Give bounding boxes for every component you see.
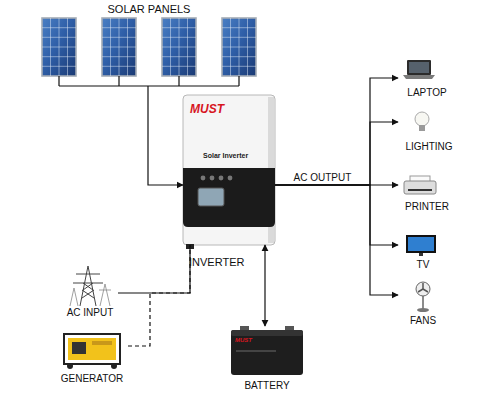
power-connector [275,185,398,295]
printer-icon [404,176,436,194]
inverter-unit [183,95,275,249]
fan-icon-part [422,296,424,309]
inverter-unit-part [219,176,224,181]
inverter-unit-part [228,176,233,181]
panel-group: SOLAR PANELS [38,0,260,86]
group-heading: SOLAR PANELS [38,3,260,15]
generator-icon-part [67,363,73,369]
pylon-icon-part [70,288,78,306]
battery-icon-part [236,350,276,352]
solar-panel [162,18,196,76]
generator-icon-part [72,342,86,354]
tv-icon [406,235,436,256]
solar-panel [222,18,256,76]
tv-icon-part [419,253,423,256]
power-connector [275,78,398,185]
inverter-box: MUSTSolar InverterINVERTER [183,95,275,245]
solar-panel [102,18,136,76]
pylon-icon [70,266,111,306]
brand-logo: MUST [190,103,224,116]
inverter-unit-part [183,168,275,227]
bulb-icon-part [415,112,429,126]
connector-label: AC OUTPUT [294,172,352,183]
printer-icon-part [404,181,436,194]
device-label: GENERATOR [56,373,128,384]
power-connector [275,122,398,185]
device-label: AC INPUT [62,307,118,318]
laptop-icon-part [407,60,431,75]
power-connector [148,86,183,185]
generator-icon-part [111,363,117,369]
load-device: LIGHTING [398,108,460,152]
generator-icon-part [68,338,116,360]
power-connector [128,245,190,346]
battery-box: MUSTBATTERY [228,326,306,376]
generator-icon-part [64,334,120,364]
inverter-unit-part [201,176,206,181]
connector-group [118,78,398,346]
load-device: PRINTER [398,170,456,212]
battery-icon [231,326,303,375]
panel-bus-wire-part [59,76,239,86]
laptop-icon-part [403,75,435,79]
device-label: FANS [398,315,448,326]
device-caption: Solar Inverter [203,152,248,160]
inverter-unit-part [183,95,275,245]
solar-panel-array [42,18,256,76]
solar-panel [42,18,76,76]
tv-icon-part [406,235,436,253]
generator-icon [64,334,120,369]
fan-icon-part [418,283,428,292]
laptop-icon [403,60,435,79]
pylon-icon-part [99,284,111,306]
pylon-icon-part [73,266,103,306]
tv-icon-part [408,237,434,251]
printer-icon-part [408,189,432,191]
load-device: FANS [398,280,448,326]
source-device: AC INPUT [62,262,118,318]
source-device: GENERATOR [56,328,128,384]
bulb-icon [415,112,429,131]
inverter-unit-part [210,176,215,181]
load-device: LAPTOP [398,58,456,98]
inverter-unit-part [198,188,224,206]
power-connector [118,245,190,293]
device-label: INVERTER [189,256,244,268]
device-label: LAPTOP [398,87,456,98]
fan-icon [416,282,430,312]
generator-icon-part [92,341,112,345]
battery-icon-part [231,330,303,375]
load-device: TV [398,232,448,270]
panel-bus-wire [59,76,239,86]
bulb-icon-part [419,125,425,131]
fan-icon-part [416,282,430,296]
power-connector [264,245,265,326]
laptop-icon-part [409,62,429,73]
device-label: PRINTER [398,201,456,212]
device-label: LIGHTING [398,141,460,152]
device-label: BATTERY [228,380,306,391]
power-connector [275,185,398,245]
battery-icon-part [231,330,303,336]
fan-icon-part [417,308,429,312]
brand-logo: MUST [235,337,252,344]
device-label: TV [398,259,448,270]
